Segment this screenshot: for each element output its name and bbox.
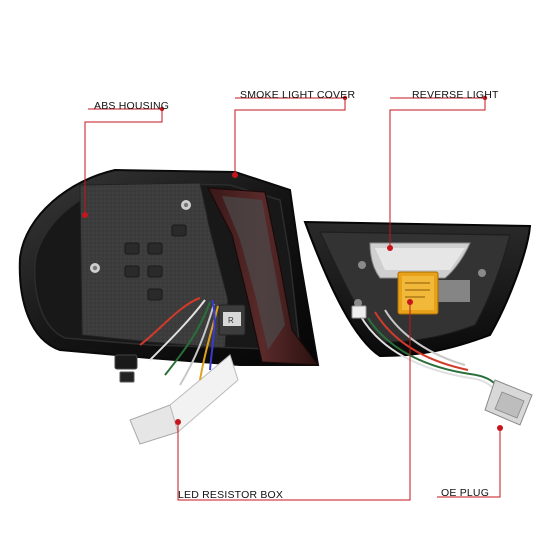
left-tail-lamp: R: [18, 168, 320, 445]
led-resistor-box-label: LED RESISTOR BOX: [178, 489, 284, 501]
reverse-light-label: REVERSE LIGHT: [412, 89, 499, 101]
smoke-cover-leader: [234, 97, 346, 175]
right-tail-lamp: [303, 220, 533, 426]
oe-plug-label: OE PLUG: [441, 487, 490, 499]
abs-housing-label: ABS HOUSING: [94, 100, 170, 112]
svg-text:R: R: [228, 316, 234, 325]
oe-plug-leader: [437, 428, 501, 498]
callout-leader-lines: [82, 95, 503, 501]
led-resistor-leader: [177, 302, 411, 501]
abs-housing-leader: [84, 108, 163, 215]
smoke-light-cover-label: SMOKE LIGHT COVER: [240, 89, 356, 101]
reverse-light-leader: [389, 97, 486, 248]
